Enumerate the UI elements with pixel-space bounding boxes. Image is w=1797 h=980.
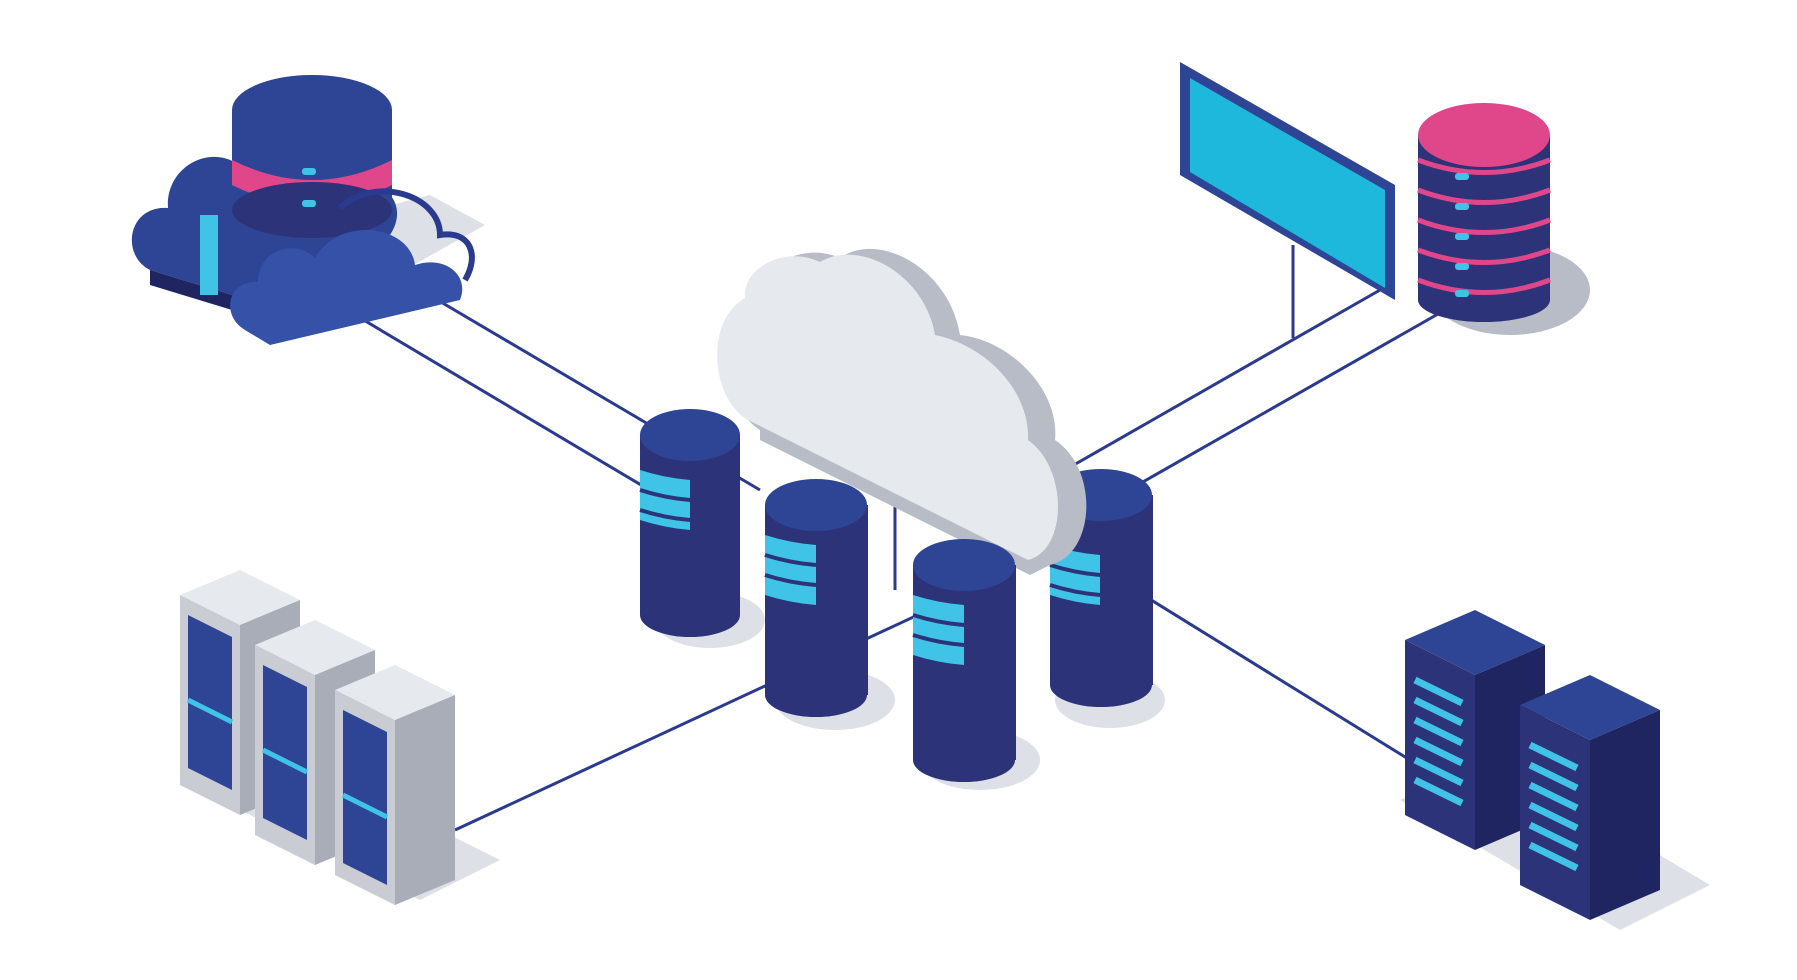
database-cylinder-icon xyxy=(764,479,895,730)
database-stack-icon xyxy=(1417,103,1551,322)
cloud-database-node xyxy=(131,75,485,345)
grey-server-racks xyxy=(180,570,500,905)
database-cylinder-icon xyxy=(639,409,765,648)
cloud-front xyxy=(230,230,463,345)
navy-server-racks xyxy=(1400,610,1710,930)
billboard-display-node xyxy=(1180,62,1395,300)
central-cloud xyxy=(717,248,1087,575)
link-display xyxy=(1029,288,1381,492)
cloud-icon xyxy=(717,254,1058,561)
database-cylinder-icon xyxy=(912,539,1040,790)
link-magenta-db xyxy=(1119,308,1446,497)
server-rack-icon xyxy=(335,665,455,905)
link-cloud-db-a xyxy=(329,298,701,522)
server-rack-icon xyxy=(1405,610,1545,850)
server-rack-icon xyxy=(255,620,375,865)
connection-lines xyxy=(329,245,1446,832)
display-screen-icon xyxy=(1190,78,1385,288)
server-rack-icon xyxy=(1520,675,1660,920)
link-navy-racks xyxy=(1134,588,1411,762)
central-database-cluster-front xyxy=(764,479,1040,790)
magenta-database-node xyxy=(1417,103,1590,335)
database-cylinder-icon xyxy=(232,75,392,238)
